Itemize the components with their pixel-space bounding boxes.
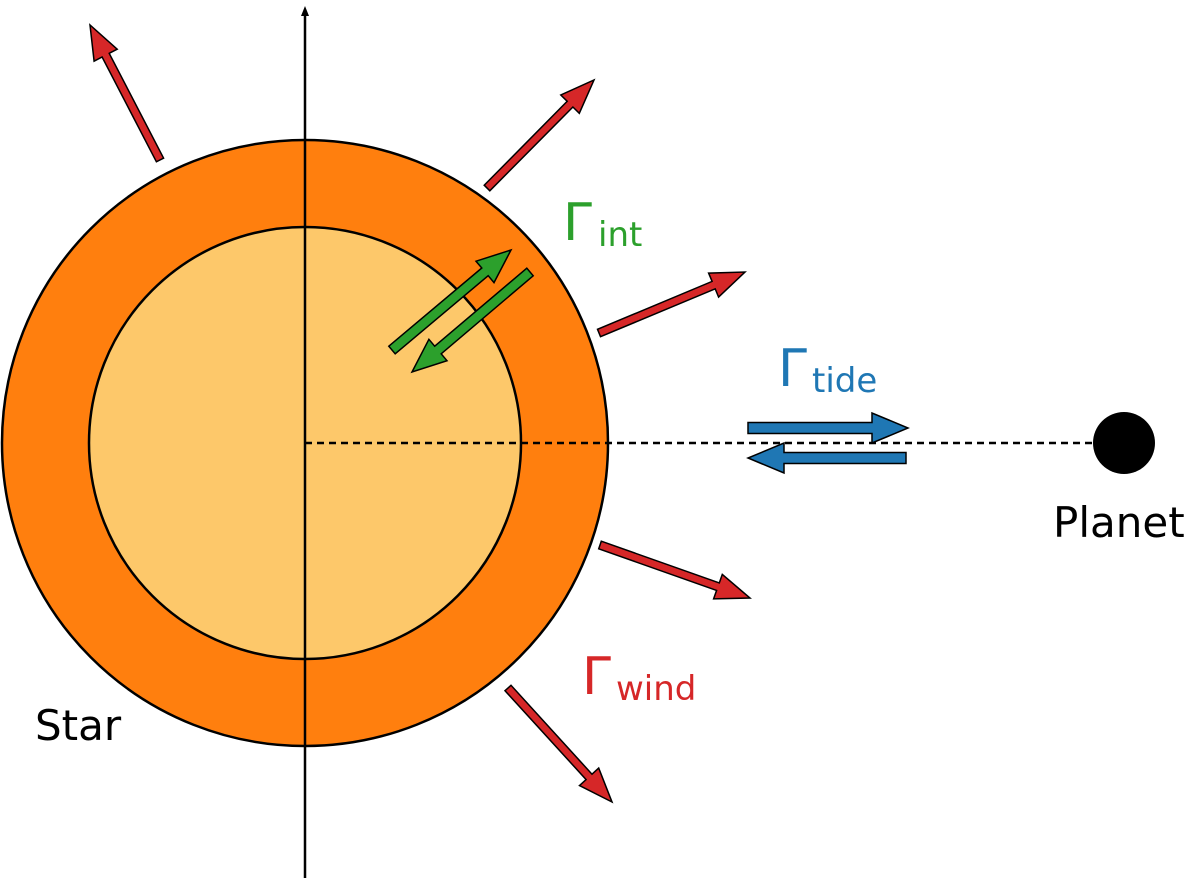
gamma-wind-label: Γ wind	[582, 647, 696, 709]
wind-arrow-right-upper	[596, 271, 747, 338]
gamma-int-symbol: Γ	[563, 193, 592, 253]
star-label: Star	[35, 701, 122, 750]
wind-arrow-upper-left	[89, 23, 165, 163]
planet	[1093, 412, 1155, 474]
gamma-int-subscript: int	[598, 215, 642, 255]
wind-arrows-generated	[89, 23, 752, 804]
internal-coupling-arrows	[387, 248, 535, 374]
internal-arrow-outward	[387, 248, 513, 355]
tidal-arrows	[746, 411, 910, 475]
gamma-tide-label: Γ tide	[778, 339, 877, 401]
tide-arrow-toward-star	[746, 441, 907, 475]
gamma-wind-subscript: wind	[616, 669, 696, 709]
wind-arrow-lower-right	[503, 684, 614, 804]
tide-arrow-toward-planet	[747, 411, 910, 445]
planet-label: Planet	[1053, 498, 1185, 547]
gamma-tide-subscript: tide	[812, 361, 877, 401]
gamma-int-label: Γ int	[563, 193, 642, 255]
internal-arrow-inward	[410, 267, 535, 374]
gamma-tide-symbol: Γ	[778, 339, 807, 399]
wind-arrow-upper-right	[483, 78, 596, 192]
gamma-wind-symbol: Γ	[582, 647, 611, 707]
wind-arrow-right-lower	[597, 540, 752, 600]
